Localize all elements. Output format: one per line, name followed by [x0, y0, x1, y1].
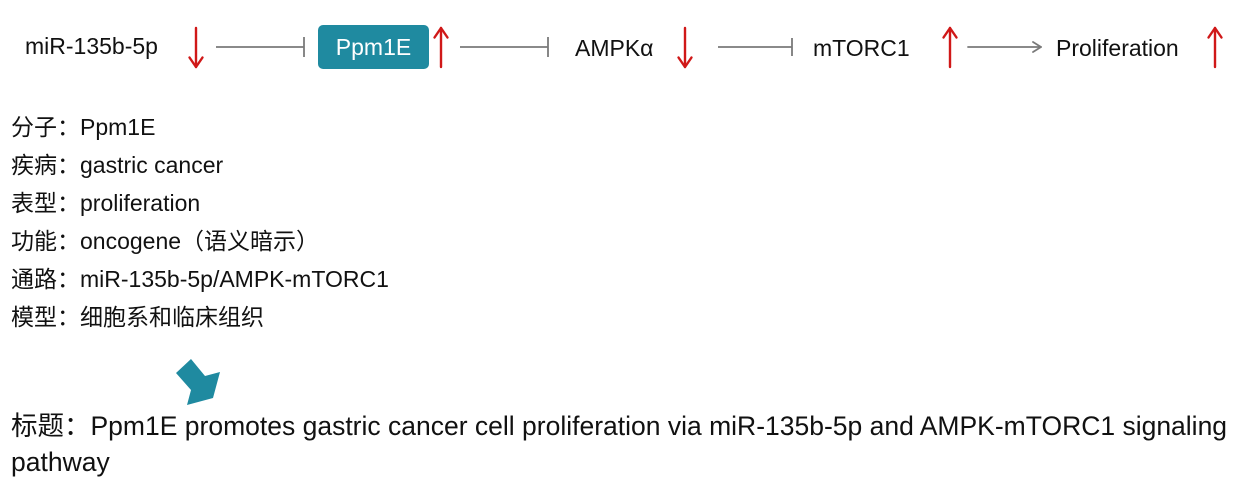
down-arrow-icon — [188, 26, 204, 69]
info-key: 模型： — [11, 304, 80, 330]
inhibition-connector — [718, 38, 793, 56]
title-key: 标题： — [11, 411, 91, 441]
up-arrow-icon — [1207, 26, 1223, 69]
title-text: Ppm1E promotes gastric cancer cell proli… — [11, 411, 1228, 477]
info-line-phenotype: 表型：proliferation — [11, 188, 200, 218]
info-line-function: 功能：oncogene（语义暗示） — [11, 226, 319, 256]
inhibition-connector — [216, 37, 305, 57]
inhibition-connector — [460, 37, 549, 57]
info-key: 功能： — [11, 228, 80, 254]
info-line-disease: 疾病：gastric cancer — [11, 150, 223, 180]
info-value: Ppm1E — [80, 114, 156, 140]
info-value: miR-135b-5p/AMPK-mTORC1 — [80, 266, 389, 292]
up-arrow-icon — [433, 26, 449, 69]
paper-title: 标题：Ppm1E promotes gastric cancer cell pr… — [11, 408, 1243, 480]
info-value: 细胞系和临床组织 — [80, 304, 264, 330]
node-mir-135b-5p: miR-135b-5p — [25, 33, 158, 59]
node-ampk-alpha: AMPKα — [575, 35, 654, 61]
node-ppm1e-highlight: Ppm1E — [318, 25, 429, 69]
node-proliferation: Proliferation — [1056, 35, 1179, 61]
info-key: 通路： — [11, 266, 80, 292]
down-arrow-icon — [677, 26, 693, 69]
info-value: proliferation — [80, 190, 201, 216]
up-arrow-icon — [942, 26, 958, 69]
info-line-pathway: 通路：miR-135b-5p/AMPK-mTORC1 — [11, 264, 389, 294]
info-key: 表型： — [11, 190, 80, 216]
info-key: 疾病： — [11, 152, 80, 178]
activation-connector — [967, 41, 1042, 53]
node-mtorc1: mTORC1 — [813, 35, 910, 61]
info-value: gastric cancer — [80, 152, 224, 178]
info-line-molecule: 分子：Ppm1E — [11, 112, 155, 142]
info-value: oncogene（语义暗示） — [80, 228, 320, 254]
info-line-model: 模型：细胞系和临床组织 — [11, 302, 264, 332]
info-key: 分子： — [11, 114, 80, 140]
diagonal-arrow-icon — [176, 359, 220, 405]
node-ppm1e-label: Ppm1E — [335, 34, 412, 60]
